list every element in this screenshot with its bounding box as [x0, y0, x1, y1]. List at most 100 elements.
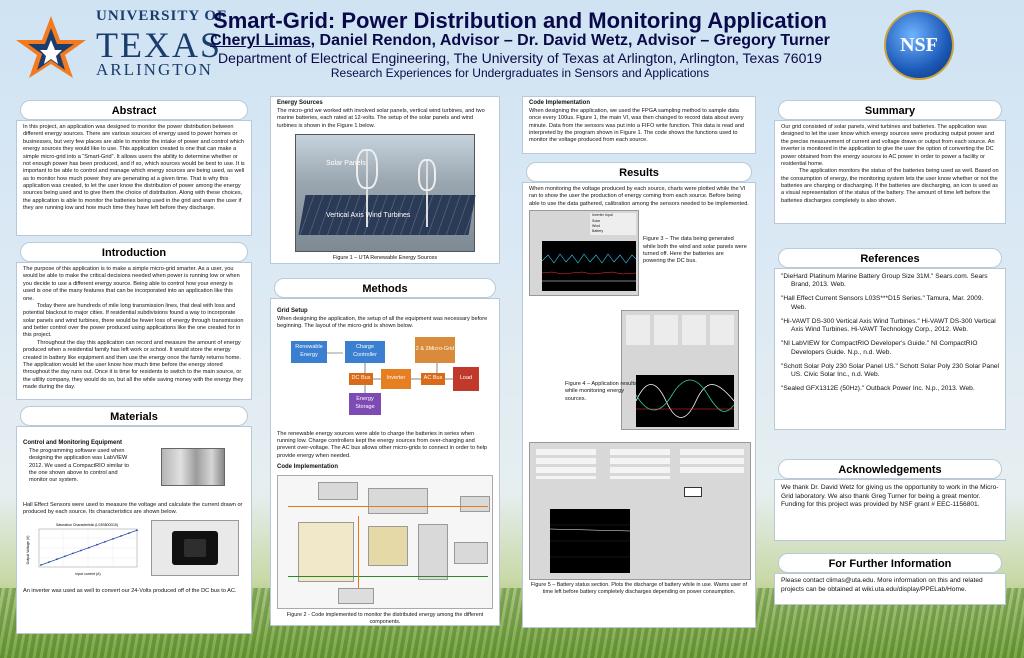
- flow-ac-bus: AC Bus: [421, 372, 445, 385]
- energy-sources-text: The micro-grid we worked with involved s…: [277, 107, 485, 129]
- chart-point: [104, 540, 106, 543]
- reference-item: "Hall Effect Current Sensors L03S***D15 …: [781, 295, 984, 311]
- flow-energy-storage: Energy Storage: [349, 392, 381, 415]
- chart-point: [72, 552, 74, 554]
- reference-item: "Sealed GFX1312E (50Hz)." Outback Power …: [781, 385, 975, 393]
- results-heading: Results: [526, 162, 752, 182]
- materials-heading: Materials: [20, 406, 248, 426]
- chart-point: [136, 528, 138, 531]
- chart-title: Saturation Characteristic (L03S800D15): [56, 523, 118, 527]
- chart-point: [88, 546, 90, 549]
- flow-dc-bus: DC Bus: [349, 372, 373, 385]
- reference-item: "DieHard Platinum Marine Battery Group S…: [781, 273, 988, 289]
- abstract-section: In this project, an application was desi…: [16, 120, 252, 236]
- department-line: Department of Electrical Engineering, Th…: [218, 50, 822, 66]
- materials-paragraph-2: Hall Effect Sensors were used to measure…: [23, 501, 243, 516]
- figure-2-caption: Figure 2 - Code implemented to monitor t…: [286, 612, 484, 626]
- hall-sensor-chart: Saturation Characteristic (L03S800D15) I…: [23, 519, 143, 578]
- code-section: Code Implementation When designing the a…: [522, 96, 756, 154]
- ut-arlington-star-logo: [16, 16, 86, 78]
- nsf-logo: NSF: [884, 10, 954, 80]
- university-name-line1: UNIVERSITY OF: [96, 8, 228, 24]
- methods-text-2: The renewable energy sources were able t…: [277, 430, 488, 459]
- chart-point: [96, 543, 98, 546]
- figure-4-caption: Figure 4 – Application results while mon…: [565, 381, 637, 402]
- chart-point: [64, 555, 66, 557]
- lead-author: Cheryl Limas: [210, 32, 311, 49]
- figure-3-waveform-panel: Inverter Input Solar Wind Battery: [529, 210, 639, 297]
- summary-heading: Summary: [778, 100, 1002, 120]
- university-name-line3: ARLINGTON: [96, 60, 213, 79]
- flow-renewable-energy: Renewable Energy: [291, 340, 327, 363]
- university-name-line2: TEXAS: [96, 25, 222, 65]
- compactrio-image: [161, 447, 225, 486]
- results-section: When monitoring the voltage produced by …: [522, 182, 756, 628]
- materials-subheading: Control and Monitoring Equipment: [23, 440, 122, 446]
- chart-point: [80, 549, 82, 552]
- summary-section: Our grid consisted of solar panels, wind…: [774, 120, 1006, 224]
- references-list: "DieHard Platinum Marine Battery Group S…: [781, 273, 999, 394]
- methods-heading: Methods: [274, 278, 496, 298]
- flow-micro-grid: 2 & 3Micro-Grid: [415, 336, 455, 363]
- poster-header: UNIVERSITY OF TEXAS ARLINGTON Smart-Grid…: [0, 0, 1024, 92]
- abstract-text: In this project, an application was desi…: [23, 124, 245, 212]
- energy-sources-subheading: Energy Sources: [277, 100, 323, 106]
- intro-paragraph-1: The purpose of this application is to ma…: [23, 266, 240, 302]
- materials-section: Control and Monitoring Equipment The pro…: [16, 426, 252, 634]
- code-implementation-subheading: Code Implementation: [277, 464, 339, 471]
- further-info-section: Please contact climas@uta.edu. More info…: [774, 573, 1006, 605]
- figure-5-caption: Figure 5 – Battery status section. Plots…: [530, 582, 748, 596]
- flow-charge-controller: Charge Controller: [345, 340, 385, 363]
- chart-ylabel: Output Voltage (V): [26, 535, 30, 564]
- hall-sensor-image: [151, 519, 239, 576]
- summary-paragraph-2: The application monitors the status of t…: [781, 168, 999, 204]
- figure-5-battery-panel: [529, 442, 751, 581]
- grid-setup-text: When designing the application, the setu…: [277, 315, 488, 330]
- acknowledgements-section: We thank Dr. David Wetz for giving us th…: [774, 479, 1006, 541]
- energy-sources-section: Energy Sources The micro-grid we worked …: [270, 96, 500, 264]
- chart-point: [112, 537, 114, 540]
- references-heading: References: [778, 248, 1002, 268]
- chart-point: [56, 557, 58, 560]
- chart-point: [40, 563, 42, 566]
- flow-load: Load: [453, 366, 479, 391]
- materials-paragraph-3: An inverter was used as well to convert …: [23, 587, 237, 594]
- figure-3-legend: Inverter Input Solar Wind Battery: [590, 213, 636, 239]
- grid-setup-subheading: Grid Setup: [277, 308, 308, 314]
- intro-paragraph-3: Throughout the day this application can …: [23, 339, 244, 390]
- summary-paragraph-1: Our grid consisted of solar panels, wind…: [781, 124, 995, 167]
- code-subheading: Code Implementation: [529, 100, 591, 106]
- results-text: When monitoring the voltage produced by …: [529, 186, 749, 207]
- introduction-section: The purpose of this application is to ma…: [16, 262, 252, 400]
- chart-xlabel: Input current (A): [75, 572, 100, 576]
- intro-paragraph-2: Today there are hundreds of mile long tr…: [23, 302, 244, 339]
- chart-point: [48, 560, 50, 563]
- further-info-text: Please contact climas@uta.edu. More info…: [781, 577, 983, 593]
- poster-title: Smart-Grid: Power Distribution and Monit…: [213, 8, 827, 33]
- reference-item: "Hi-VAWT DS-300 Vertical Axis Wind Turbi…: [781, 317, 996, 334]
- reference-item: "Schott Solar Poly 230 Solar Panel US." …: [781, 362, 999, 379]
- figure-3-caption: Figure 3 – The data being generated whil…: [643, 236, 747, 265]
- abstract-heading: Abstract: [20, 100, 248, 120]
- references-section: "DieHard Platinum Marine Battery Group S…: [774, 268, 1006, 430]
- labview-block-diagram: [277, 475, 493, 610]
- acknowledgements-heading: Acknowledgements: [778, 459, 1002, 479]
- figure-1-caption: Figure 1 – UTA Renewable Energy Sources: [332, 255, 438, 262]
- photo-label-solar: Solar Panels: [326, 160, 366, 168]
- acknowledgements-text: We thank Dr. David Wetz for giving us th…: [781, 484, 999, 509]
- further-info-heading: For Further Information: [778, 553, 1002, 573]
- other-authors: , Daniel Rendon, Advisor – Dr. David Wet…: [310, 32, 830, 49]
- methods-section: Grid Setup When designing the applicatio…: [270, 298, 500, 626]
- microgrid-flow-diagram: Renewable Energy Charge Controller 2 & 3…: [277, 335, 493, 419]
- poster-authors: Cheryl Limas, Daniel Rendon, Advisor – D…: [200, 32, 840, 50]
- renewable-sources-photo: Solar Panels Vertical Axis Wind Turbines: [295, 134, 476, 253]
- reference-item: "NI LabVIEW for CompactRIO Developer's G…: [781, 340, 978, 356]
- chart-point: [128, 531, 130, 534]
- materials-paragraph-1: The programming software used when desig…: [29, 447, 130, 484]
- photo-label-wind: Vertical Axis Wind Turbines: [326, 212, 411, 220]
- flow-inverter: Inverter: [381, 368, 411, 389]
- program-line: Research Experiences for Undergraduates …: [330, 66, 710, 80]
- chart-points: [40, 528, 138, 566]
- introduction-heading: Introduction: [20, 242, 248, 262]
- figure-4-panel: [621, 310, 739, 431]
